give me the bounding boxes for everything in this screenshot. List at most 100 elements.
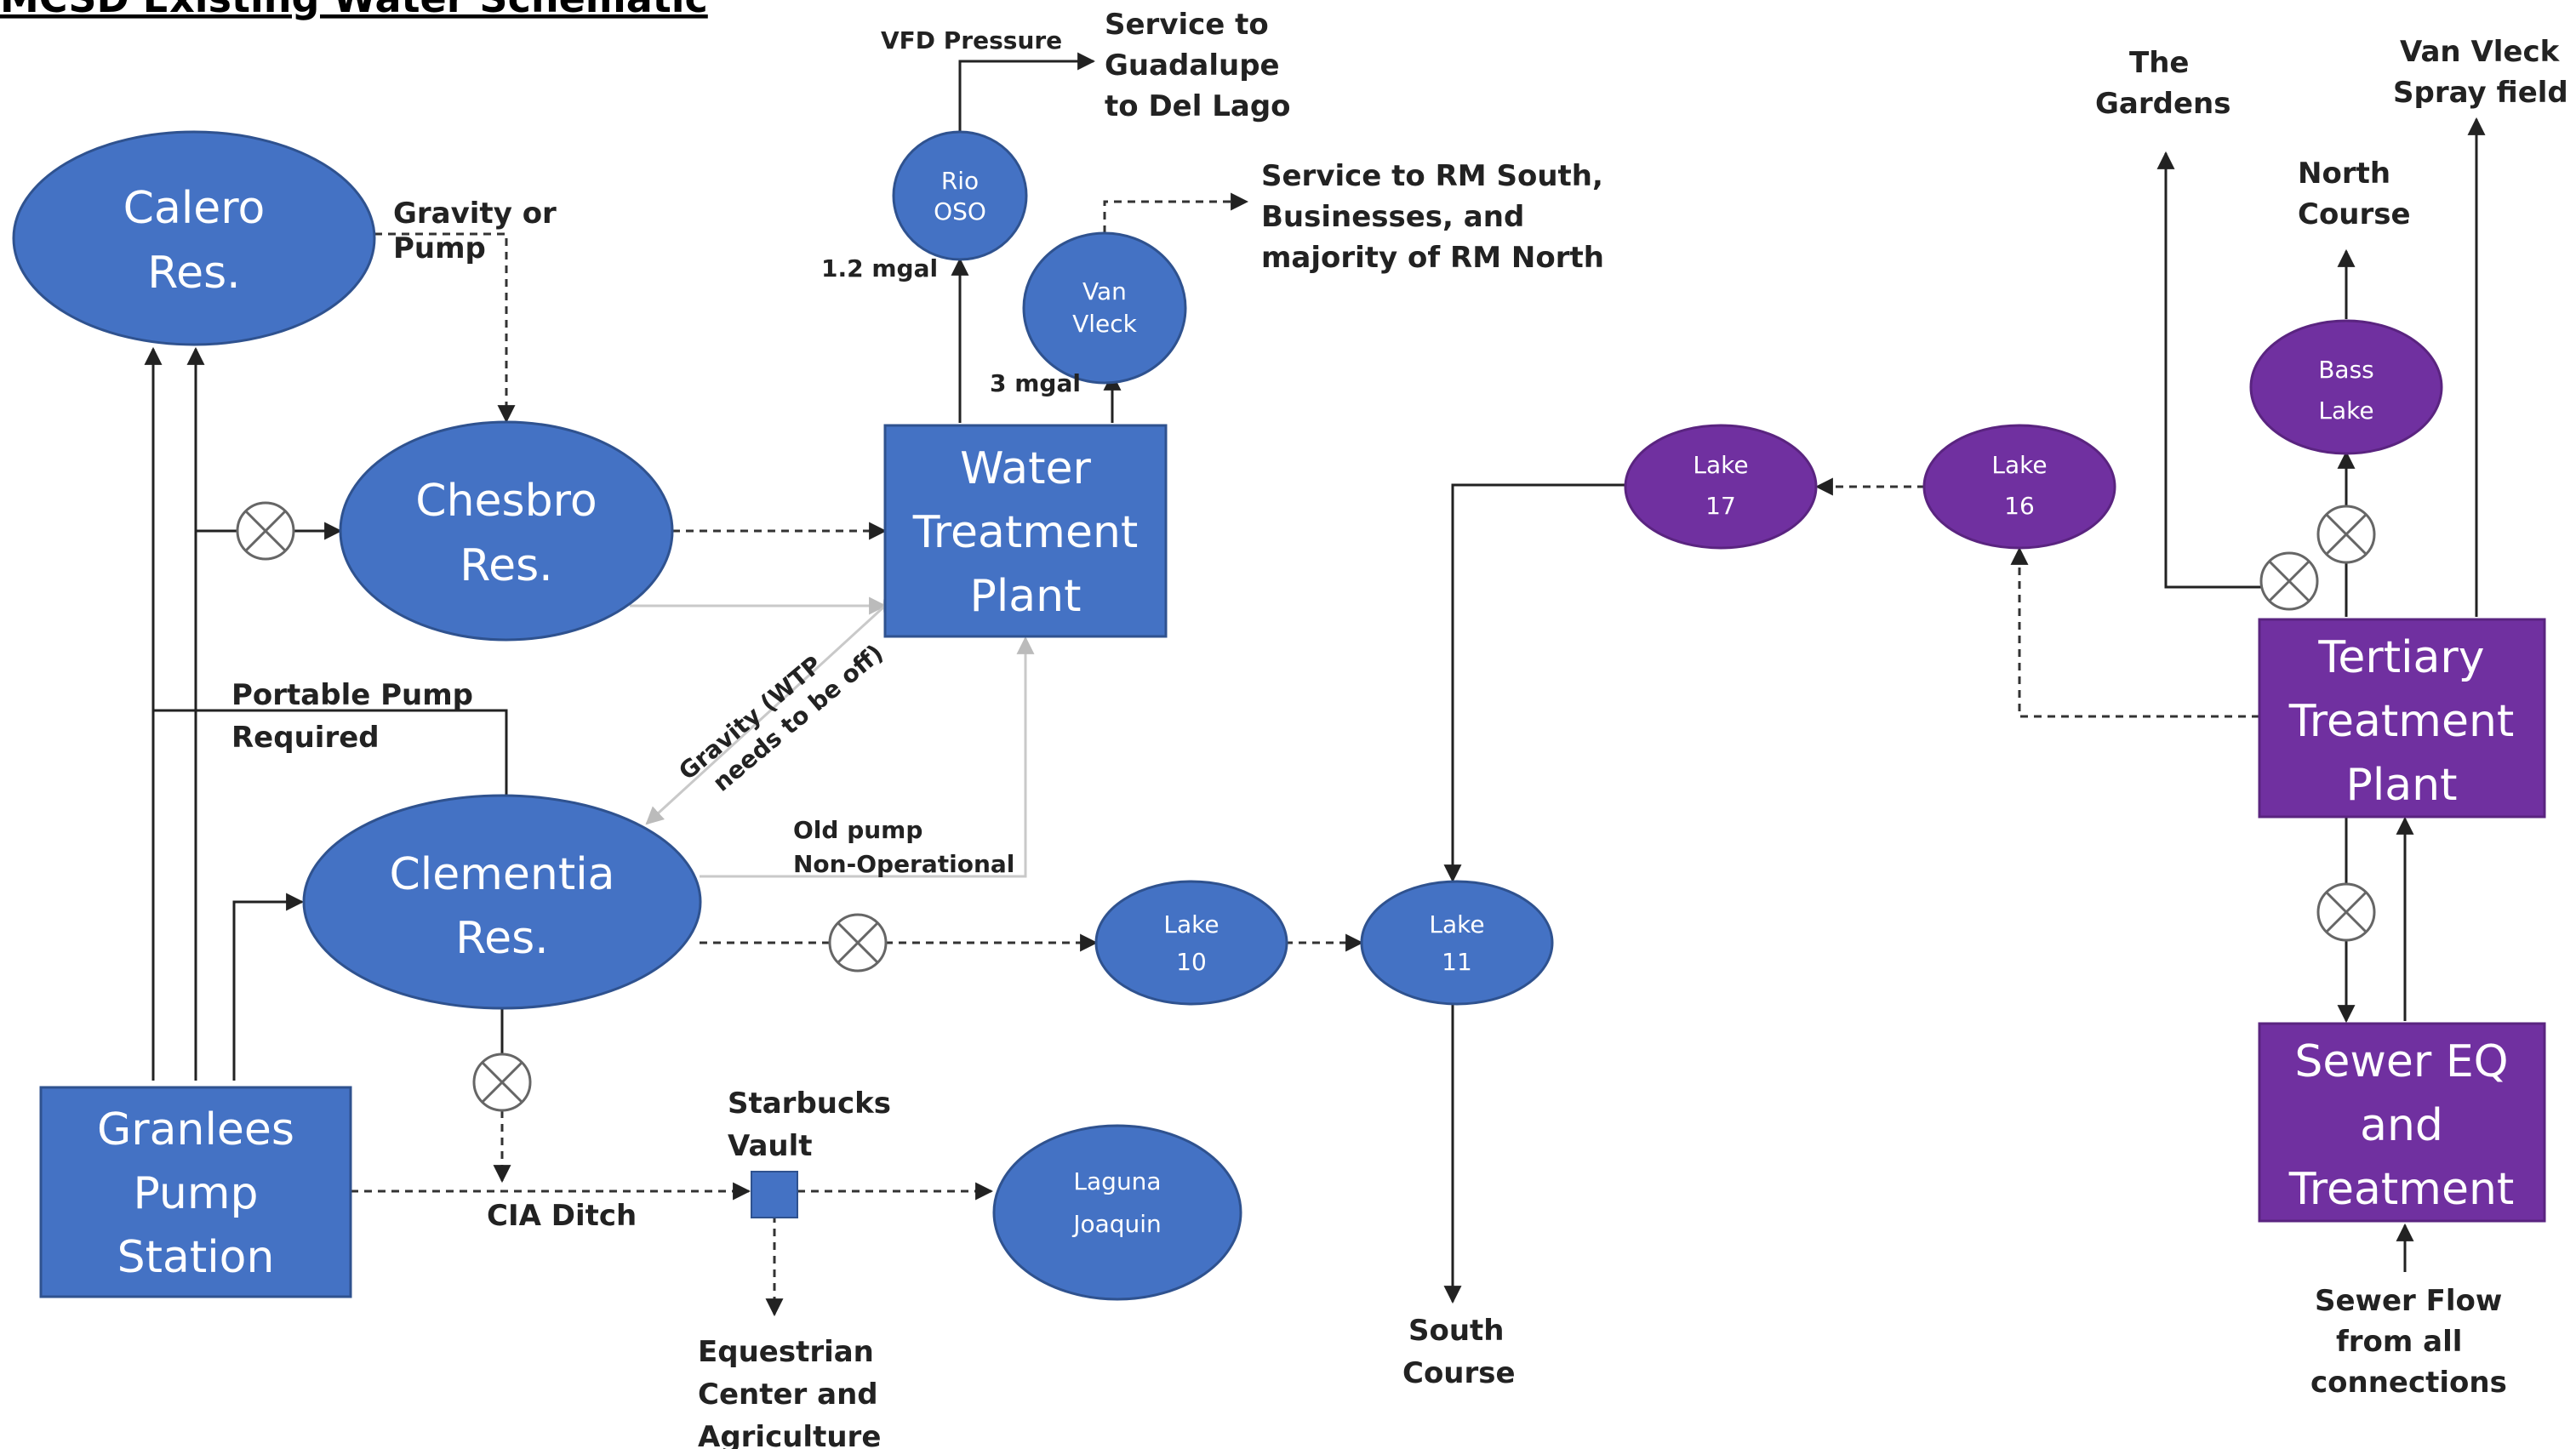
rio-oso-label-1: Rio <box>941 167 979 195</box>
clementia-label-1: Clementia <box>389 849 614 900</box>
rio-oso-label-2: OSO <box>934 197 986 225</box>
label-the-gardens-2: Gardens <box>2095 87 2230 121</box>
lake11-label-1: Lake <box>1429 910 1484 938</box>
pipe-vfd-pressure <box>958 52 1096 136</box>
label-north-course-1: North <box>2298 157 2390 191</box>
valve-gardens-icon[interactable] <box>2259 551 2319 611</box>
granlees-label-1: Granlees <box>97 1104 294 1155</box>
chesbro-label-1: Chesbro <box>415 476 597 527</box>
sewer-label-2: and <box>2360 1100 2443 1151</box>
clementia-reservoir[interactable]: Clementia Res. <box>302 794 702 1010</box>
bass-lake-label-2: Lake <box>2318 396 2373 425</box>
pipe-portable-pump <box>153 709 508 813</box>
clementia-label-2: Res. <box>455 913 548 964</box>
pipe-granlees-clementia <box>232 893 305 1081</box>
ttp-label-2: Treatment <box>2288 696 2515 747</box>
label-the-gardens-1: The <box>2129 46 2189 80</box>
label-south-course-2: Course <box>1402 1356 1516 1390</box>
label-vfd-pressure: VFD Pressure <box>881 26 1062 54</box>
water-treatment-plant[interactable]: Water Treatment Plant <box>883 424 1168 638</box>
wtp-label-2: Treatment <box>912 507 1139 558</box>
chesbro-reservoir[interactable]: Chesbro Res. <box>339 420 674 642</box>
lake10-label-2: 10 <box>1176 948 1207 976</box>
granlees-label-2: Pump <box>133 1168 258 1219</box>
label-portable-pump-2: Required <box>231 721 380 755</box>
pipe-wtp-gravity-clementia <box>645 604 887 825</box>
label-3-mgal: 3 mgal <box>990 369 1081 397</box>
pipe-gravity-or-pump <box>374 232 516 424</box>
lake-16[interactable]: Lake 16 <box>1922 424 2116 550</box>
pipe-van-vleck-service <box>1103 192 1249 247</box>
valve-lake10-icon[interactable] <box>828 913 888 973</box>
lake10-label-1: Lake <box>1163 910 1219 938</box>
ttp-label-3: Plant <box>2345 760 2457 811</box>
sewer-eq-treatment[interactable]: Sewer EQ and Treatment <box>2258 1022 2546 1223</box>
lake-17[interactable]: Lake 17 <box>1624 424 1818 550</box>
lake16-label-1: Lake <box>1991 451 2047 479</box>
chesbro-label-2: Res. <box>460 540 552 591</box>
sewer-label-1: Sewer EQ <box>2294 1036 2508 1087</box>
label-starbucks-vault-2: Vault <box>728 1129 813 1163</box>
sewer-label-3: Treatment <box>2288 1164 2515 1215</box>
label-equestrian-3: Agriculture <box>698 1420 881 1449</box>
van-vleck-tank[interactable]: Van Vleck <box>1022 231 1187 385</box>
ttp-label-1: Tertiary <box>2317 632 2484 683</box>
label-starbucks-vault-1: Starbucks <box>728 1087 891 1121</box>
valve-sewer-icon[interactable] <box>2316 882 2376 942</box>
label-equestrian-2: Center and <box>698 1378 878 1412</box>
label-portable-pump-1: Portable Pump <box>231 678 473 712</box>
bass-lake[interactable]: Bass Lake <box>2249 319 2443 455</box>
label-gravity-wtp: Gravity (WTP needs to be off) <box>673 639 888 797</box>
label-north-course-2: Course <box>2298 197 2411 231</box>
valve-chesbro-icon[interactable] <box>236 501 295 561</box>
lake17-label-2: 17 <box>1705 492 1736 520</box>
label-equestrian-1: Equestrian <box>698 1335 874 1369</box>
label-service-rm-2: Businesses, and <box>1261 200 1524 234</box>
label-service-guadalupe-3: to Del Lago <box>1105 89 1291 123</box>
lake11-label-2: 11 <box>1442 948 1472 976</box>
valve-cia-ditch-icon[interactable] <box>472 1053 532 1112</box>
label-1-2-mgal: 1.2 mgal <box>821 254 938 282</box>
label-gravity-or-pump-1: Gravity or <box>393 197 557 231</box>
lake17-label-1: Lake <box>1693 451 1748 479</box>
lake16-label-2: 16 <box>2004 492 2035 520</box>
laguna-label-2: Joaquin <box>1071 1210 1162 1238</box>
label-cia-ditch: CIA Ditch <box>487 1199 637 1233</box>
label-south-course-1: South <box>1408 1314 1505 1348</box>
label-sewer-flow-2: from all <box>2336 1325 2462 1359</box>
laguna-joaquin[interactable]: Laguna Joaquin <box>992 1124 1242 1301</box>
bass-lake-label-1: Bass <box>2318 356 2374 384</box>
label-van-vleck-spray-2: Spray field <box>2393 76 2568 110</box>
granlees-label-3: Station <box>117 1232 275 1283</box>
pipe-old-pump <box>700 636 1035 878</box>
starbucks-vault-box[interactable] <box>751 1171 798 1218</box>
van-vleck-label-1: Van <box>1082 277 1127 305</box>
pipe-lake17-lake11 <box>1443 483 1625 883</box>
tertiary-treatment-plant[interactable]: Tertiary Treatment Plant <box>2258 618 2546 819</box>
calero-label-2: Res. <box>147 248 240 299</box>
rio-oso-tank[interactable]: Rio OSO <box>892 130 1028 261</box>
pipe-ttp-gardens <box>2156 151 2281 589</box>
calero-label-1: Calero <box>123 183 266 234</box>
label-service-rm-3: majority of RM North <box>1261 241 1604 275</box>
diagram-title: MCSD Existing Water Schematic <box>0 0 708 21</box>
label-van-vleck-spray-1: Van Vleck <box>2400 35 2561 69</box>
laguna-label-1: Laguna <box>1073 1167 1161 1195</box>
pipe-ttp-lake16 <box>2010 546 2259 718</box>
lake-10[interactable]: Lake 10 <box>1094 880 1288 1006</box>
label-sewer-flow-3: connections <box>2310 1366 2507 1400</box>
wtp-label-1: Water <box>960 443 1091 494</box>
valve-bass-lake-icon[interactable] <box>2316 505 2376 564</box>
label-sewer-flow-1: Sewer Flow <box>2315 1284 2502 1318</box>
wtp-label-3: Plant <box>969 571 1081 622</box>
calero-reservoir[interactable]: Calero Res. <box>12 130 376 346</box>
granlees-pump-station[interactable]: Granlees Pump Station <box>39 1086 352 1298</box>
label-service-guadalupe-2: Guadalupe <box>1105 48 1280 83</box>
van-vleck-label-2: Vleck <box>1072 310 1138 338</box>
label-gravity-or-pump-2: Pump <box>393 231 486 265</box>
lake-11[interactable]: Lake 11 <box>1360 880 1554 1006</box>
label-service-rm-1: Service to RM South, <box>1261 159 1603 193</box>
label-service-guadalupe-1: Service to <box>1105 8 1269 42</box>
